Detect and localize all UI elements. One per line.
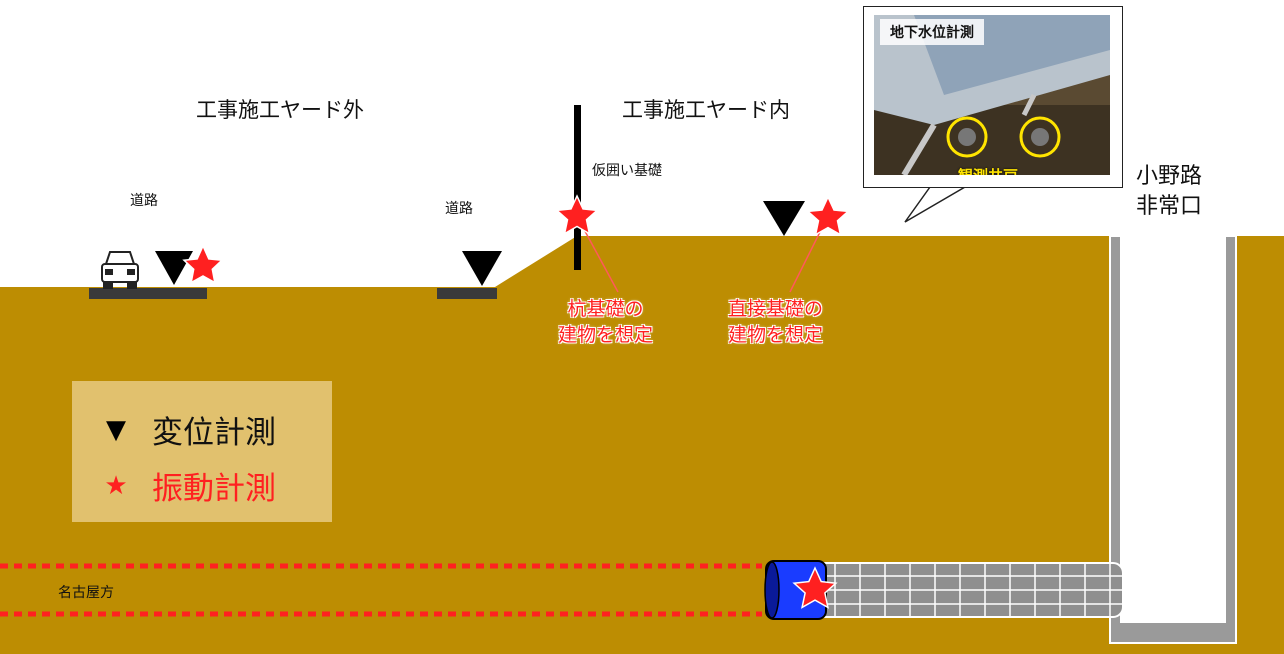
well-marker-1 xyxy=(946,116,988,158)
well-marker-2 xyxy=(1019,116,1061,158)
displacement-marker-road-left xyxy=(155,251,193,285)
fence-label: 仮囲い基礎 xyxy=(592,163,662,179)
road-surface-left xyxy=(89,288,207,299)
outside-yard-label: 工事施工ヤード外 xyxy=(196,98,364,122)
legend-displacement: ▼ 変位計測 xyxy=(102,407,276,452)
legend-vibration-label: 振動計測 xyxy=(152,471,276,507)
groundwater-photo-callout: 地下水位計測 観測井戸 xyxy=(863,6,1123,188)
shaft-interior xyxy=(1121,236,1225,622)
vibration-marker-road xyxy=(182,244,224,284)
road-label-right: 道路 xyxy=(445,201,473,217)
shield-machine xyxy=(764,560,838,620)
groundwater-photo: 地下水位計測 観測井戸 xyxy=(874,15,1110,175)
legend-vibration: ★ 振動計測 xyxy=(102,463,276,508)
vibration-marker-pile xyxy=(555,194,599,236)
legend: ▼ 変位計測 ★ 振動計測 xyxy=(72,381,332,522)
road-label-left: 道路 xyxy=(130,193,158,209)
photo-caption: 観測井戸 xyxy=(958,165,1018,175)
inside-yard-label: 工事施工ヤード内 xyxy=(622,98,790,122)
photo-title: 地下水位計測 xyxy=(880,19,984,45)
exit-label: 小野路 非常口 xyxy=(1136,164,1203,219)
ground-terrain xyxy=(0,236,1284,654)
nagoya-direction-label: 名古屋方 xyxy=(58,585,114,601)
pile-foundation-note: 杭基礎の 建物を想定 xyxy=(558,298,654,346)
displacement-marker-yard xyxy=(763,201,805,236)
legend-displacement-label: 変位計測 xyxy=(152,415,276,451)
callout-pointer xyxy=(904,186,968,223)
triangle-icon: ▼ xyxy=(106,414,126,445)
direct-foundation-note: 直接基礎の 建物を想定 xyxy=(728,298,824,346)
star-icon: ★ xyxy=(104,470,128,501)
displacement-marker-road-right xyxy=(462,251,502,286)
direct-leader-line xyxy=(789,221,826,293)
car-icon xyxy=(101,251,139,289)
vibration-marker-direct xyxy=(806,195,850,237)
pile-leader-line xyxy=(579,221,619,293)
road-surface-right xyxy=(437,288,497,299)
tunnel-lining xyxy=(804,562,1124,618)
fence-pole xyxy=(574,105,581,270)
